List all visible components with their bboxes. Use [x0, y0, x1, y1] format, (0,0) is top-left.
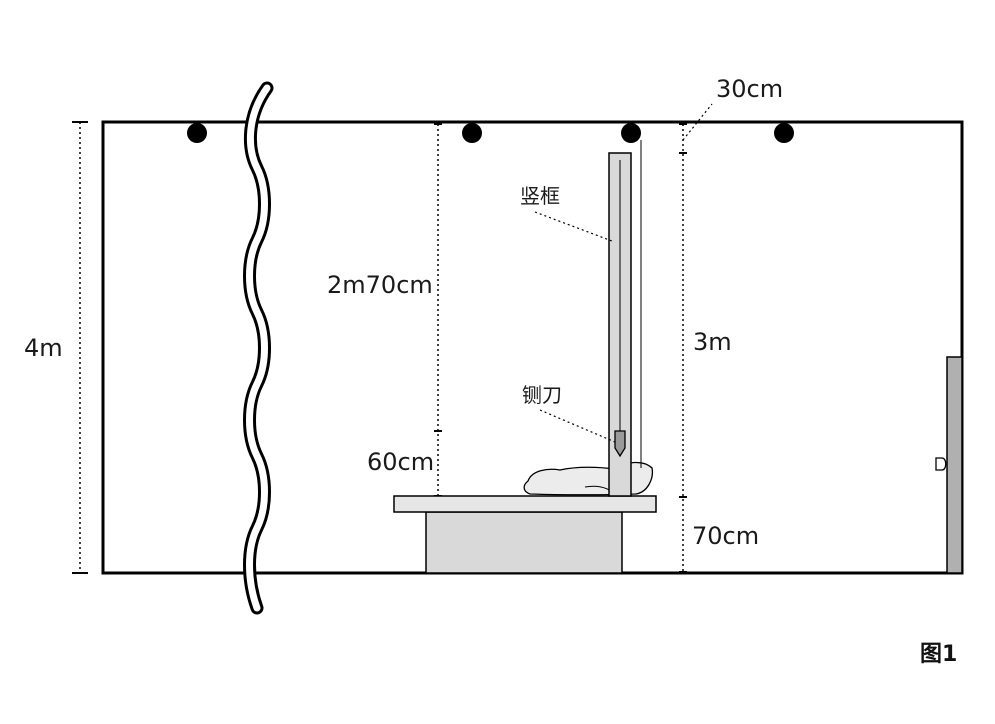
- table: [393, 495, 657, 574]
- ceiling-light-4: [774, 123, 794, 143]
- frame-label: 竖框: [520, 184, 560, 208]
- door-handle: [935, 457, 947, 471]
- frame-callout-leader: [534, 211, 613, 242]
- blade-callout-leader: [539, 409, 616, 443]
- ceiling-light-1: [187, 123, 207, 143]
- dimension-upper-and-blade: [434, 123, 442, 497]
- ceiling-light-3: [621, 123, 641, 143]
- table-base: [425, 511, 623, 574]
- table-top: [393, 495, 657, 513]
- upper-gap-label: 2m70cm: [327, 271, 433, 299]
- ceiling-gap-label: 30cm: [716, 75, 783, 103]
- ceiling-light-2: [462, 123, 482, 143]
- door-panel: [946, 356, 963, 574]
- vertical-frame: [608, 140, 642, 497]
- blade-gap-label: 60cm: [367, 448, 434, 476]
- table-height-label: 70cm: [692, 522, 759, 550]
- break-line: [243, 81, 274, 615]
- figure-caption: 图1: [920, 642, 957, 667]
- blade-shape: [614, 430, 626, 458]
- body-figure: [523, 461, 654, 496]
- room-height-label: 4m: [24, 334, 63, 362]
- dimension-room-height: [72, 121, 88, 574]
- dimension-frame-and-table: [679, 103, 713, 573]
- door: [935, 356, 963, 574]
- blade-label: 铡刀: [522, 383, 562, 407]
- frame-height-label: 3m: [693, 328, 732, 356]
